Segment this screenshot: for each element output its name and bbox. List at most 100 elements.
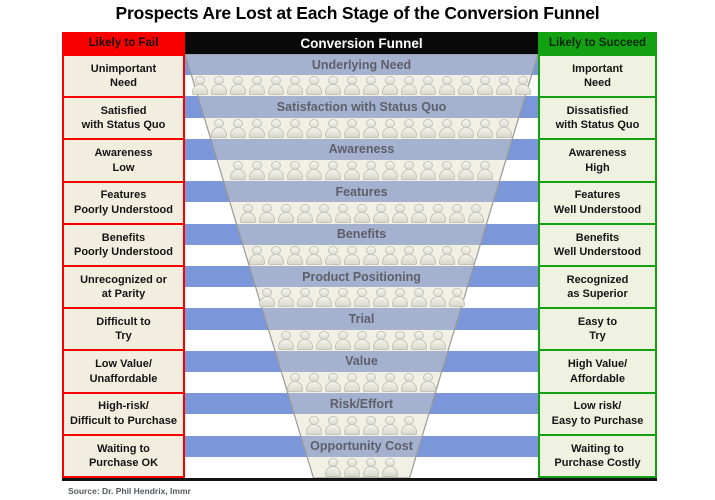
succeed-item: Waiting to Purchase Costly xyxy=(554,442,641,469)
person-icon xyxy=(477,161,494,180)
funnel-stage: Opportunity Cost xyxy=(185,435,538,478)
person-icon xyxy=(325,161,342,180)
person-icon xyxy=(372,204,389,223)
people-row xyxy=(185,287,538,308)
person-icon xyxy=(296,331,313,350)
person-icon xyxy=(391,331,408,350)
person-icon xyxy=(287,373,304,392)
person-icon xyxy=(268,119,285,138)
person-icon xyxy=(353,288,370,307)
person-icon xyxy=(249,119,266,138)
funnel-stage-band: Features xyxy=(185,181,538,203)
person-icon xyxy=(325,119,342,138)
succeed-item: Important Need xyxy=(540,56,655,99)
people-row xyxy=(185,245,538,266)
person-icon xyxy=(296,288,313,307)
funnel-stage-band: Value xyxy=(185,350,538,372)
person-icon xyxy=(344,246,361,265)
funnel-stage-band: Opportunity Cost xyxy=(185,435,538,457)
funnel-stage-label: Underlying Need xyxy=(311,57,412,72)
person-icon xyxy=(363,246,380,265)
person-icon xyxy=(401,76,418,95)
funnel-stage: Value xyxy=(185,350,538,393)
funnel-stage: Trial xyxy=(185,308,538,350)
person-icon xyxy=(277,331,294,350)
person-icon xyxy=(420,373,437,392)
person-icon xyxy=(458,246,475,265)
funnel-stage-label: Opportunity Cost xyxy=(310,439,413,454)
person-icon xyxy=(325,373,342,392)
succeed-item: Easy to Try xyxy=(540,309,655,352)
person-icon xyxy=(363,373,380,392)
person-icon xyxy=(429,288,446,307)
person-icon xyxy=(496,76,513,95)
person-icon xyxy=(401,161,418,180)
person-icon xyxy=(363,76,380,95)
person-icon xyxy=(382,161,399,180)
person-icon xyxy=(192,76,209,95)
person-icon xyxy=(429,204,446,223)
person-icon xyxy=(277,204,294,223)
person-icon xyxy=(287,119,304,138)
person-icon xyxy=(334,288,351,307)
bottom-border xyxy=(62,478,657,481)
person-icon xyxy=(382,416,399,435)
person-icon xyxy=(410,331,427,350)
person-icon xyxy=(420,119,437,138)
person-icon xyxy=(496,119,513,138)
person-icon xyxy=(344,458,361,477)
person-icon xyxy=(382,119,399,138)
header-conversion-funnel: Conversion Funnel xyxy=(185,32,538,54)
funnel-stage-label: Product Positioning xyxy=(302,269,421,284)
person-icon xyxy=(315,204,332,223)
succeed-item: Low risk/ Easy to Purchase xyxy=(540,394,655,436)
funnel-stage-label: Value xyxy=(345,354,378,369)
person-icon xyxy=(401,119,418,138)
person-icon xyxy=(420,246,437,265)
person-icon xyxy=(287,246,304,265)
person-icon xyxy=(239,204,256,223)
funnel-stage-band: Trial xyxy=(185,308,538,330)
funnel-stage: Benefits xyxy=(185,223,538,266)
funnel-stage: Features xyxy=(185,181,538,223)
funnel-stage-label: Awareness xyxy=(328,142,395,157)
person-icon xyxy=(211,119,228,138)
people-row xyxy=(185,457,538,478)
person-icon xyxy=(306,161,323,180)
person-icon xyxy=(420,76,437,95)
person-icon xyxy=(344,119,361,138)
person-icon xyxy=(344,373,361,392)
person-icon xyxy=(401,373,418,392)
person-icon xyxy=(268,246,285,265)
person-icon xyxy=(439,246,456,265)
fail-item: Unimportant Need xyxy=(64,56,183,99)
fail-item: Benefits Poorly Understood xyxy=(64,225,183,268)
diagram: Likely to Fail Conversion Funnel Likely … xyxy=(62,32,657,481)
funnel-stage: Product Positioning xyxy=(185,265,538,308)
person-icon xyxy=(363,161,380,180)
funnel-stage: Underlying Need xyxy=(185,54,538,96)
funnel-stage-band: Awareness xyxy=(185,138,538,160)
person-icon xyxy=(439,161,456,180)
person-icon xyxy=(439,76,456,95)
person-icon xyxy=(363,119,380,138)
person-icon xyxy=(277,288,294,307)
person-icon xyxy=(391,288,408,307)
column-likely-to-succeed: Important Need Dissatisfied with Status … xyxy=(538,54,657,478)
funnel-stage-label: Satisfaction with Status Quo xyxy=(276,99,447,114)
person-icon xyxy=(448,204,465,223)
funnel-stage: Risk/Effort xyxy=(185,393,538,435)
people-row xyxy=(185,202,538,223)
fail-item: Features Poorly Understood xyxy=(64,183,183,225)
person-icon xyxy=(382,76,399,95)
person-icon xyxy=(401,416,418,435)
person-icon xyxy=(363,458,380,477)
person-icon xyxy=(477,76,494,95)
person-icon xyxy=(249,76,266,95)
person-icon xyxy=(382,373,399,392)
fail-item: Awareness Low xyxy=(64,140,183,183)
person-icon xyxy=(287,76,304,95)
person-icon xyxy=(401,246,418,265)
fail-item: Low Value/ Unaffordable xyxy=(64,351,183,394)
